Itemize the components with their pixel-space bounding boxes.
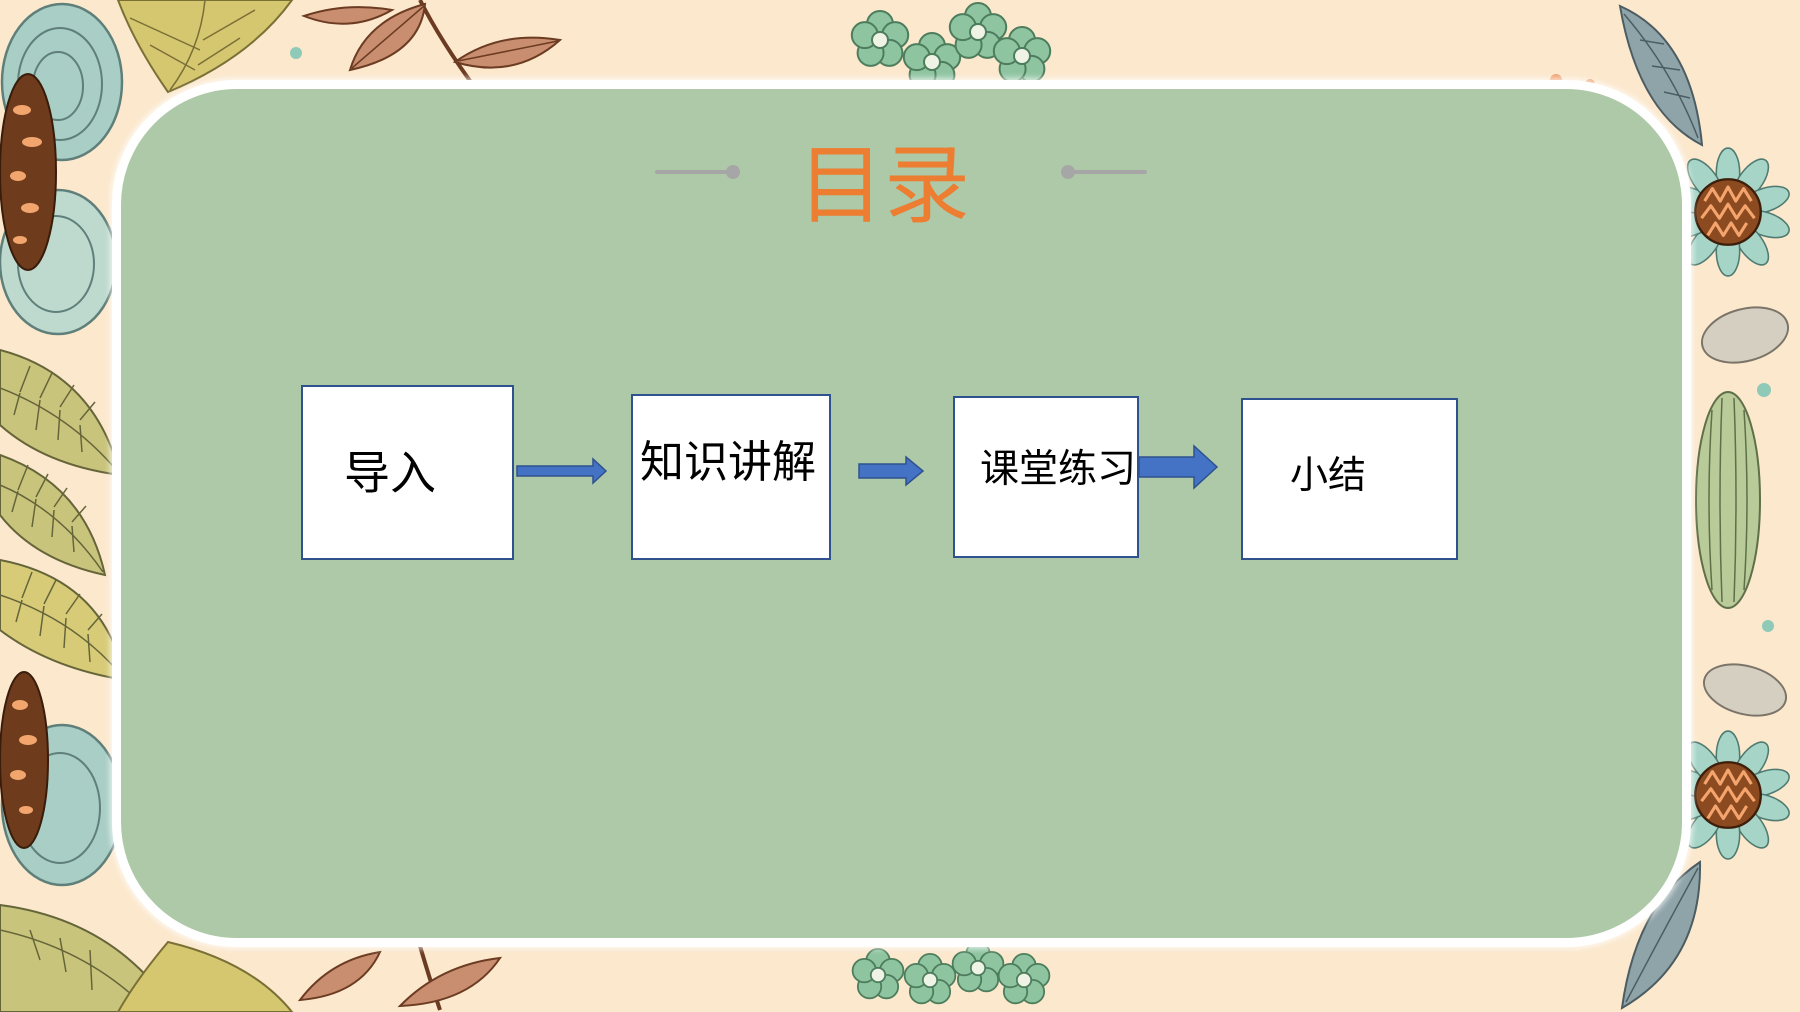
leaf-veins — [0, 365, 123, 677]
beige-leaf — [1700, 306, 1790, 364]
seed-dot — [12, 700, 28, 710]
leaf-vein — [15, 571, 103, 663]
beige-leaf — [1702, 663, 1788, 717]
yellow-leaf — [116, 940, 294, 1012]
seed-pod — [0, 73, 57, 271]
leaf-vein — [11, 464, 87, 553]
right-decor — [1550, 4, 1795, 1010]
step-box-knowledge: 知识讲解 — [631, 394, 831, 560]
brown-leaf — [452, 36, 563, 69]
brown-leaf — [297, 950, 382, 1002]
flower-icon — [850, 10, 910, 67]
olive-leaf — [0, 453, 107, 577]
leaf-vein — [129, 0, 256, 91]
seed-pod — [0, 671, 49, 849]
seed-dot — [22, 137, 42, 147]
leaf-vein — [13, 365, 96, 453]
seed-dot — [19, 735, 37, 745]
step-label: 导入 — [344, 447, 436, 499]
green-pod — [1695, 391, 1761, 609]
seed-dot — [10, 171, 26, 181]
leaf-vein — [0, 387, 119, 473]
brown-leaf-stem — [418, 0, 480, 94]
step-box-practice: 课堂练习 — [953, 396, 1139, 558]
flower-icon — [997, 953, 1051, 1005]
pod-stripes — [1708, 397, 1748, 603]
brown-leaf — [397, 956, 503, 1008]
brown-leaf-stem — [418, 945, 442, 1011]
left-bottom-decor — [0, 671, 294, 1012]
teal-dot — [1757, 383, 1771, 397]
step-box-summary: 小结 — [1241, 398, 1458, 560]
leaf-vein — [0, 484, 104, 573]
seed-pod-icon — [0, 73, 57, 271]
teal-dot — [290, 47, 302, 59]
step-label: 知识讲解 — [640, 438, 816, 487]
olive-leaf — [0, 558, 127, 682]
leaf-vein — [1625, 867, 1699, 1003]
brown-leaves-bottom — [297, 945, 503, 1011]
flower-icon — [951, 941, 1005, 993]
brown-leaves-top — [301, 0, 563, 94]
brown-leaf — [301, 6, 395, 25]
leaf-vein — [0, 594, 123, 677]
leaf-vein — [1623, 13, 1699, 139]
flower-icon — [903, 953, 957, 1005]
step-box-intro: 导入 — [301, 385, 514, 560]
yellow-leaf — [116, 0, 294, 94]
seed-dot — [21, 203, 39, 213]
flower-icon — [851, 948, 905, 1000]
slide-title: 目录 — [798, 138, 970, 234]
step-label: 课堂练习 — [980, 448, 1137, 491]
seed-dot — [13, 236, 27, 244]
teal-dot — [1762, 620, 1774, 632]
seed-dot — [13, 105, 31, 115]
leaf-vein — [351, 5, 559, 69]
seed-dot — [10, 770, 26, 780]
seed-dot — [19, 806, 33, 814]
yellow-leaf-top — [116, 0, 302, 94]
leaf-vein — [0, 929, 151, 1012]
step-label: 小结 — [1290, 455, 1367, 497]
